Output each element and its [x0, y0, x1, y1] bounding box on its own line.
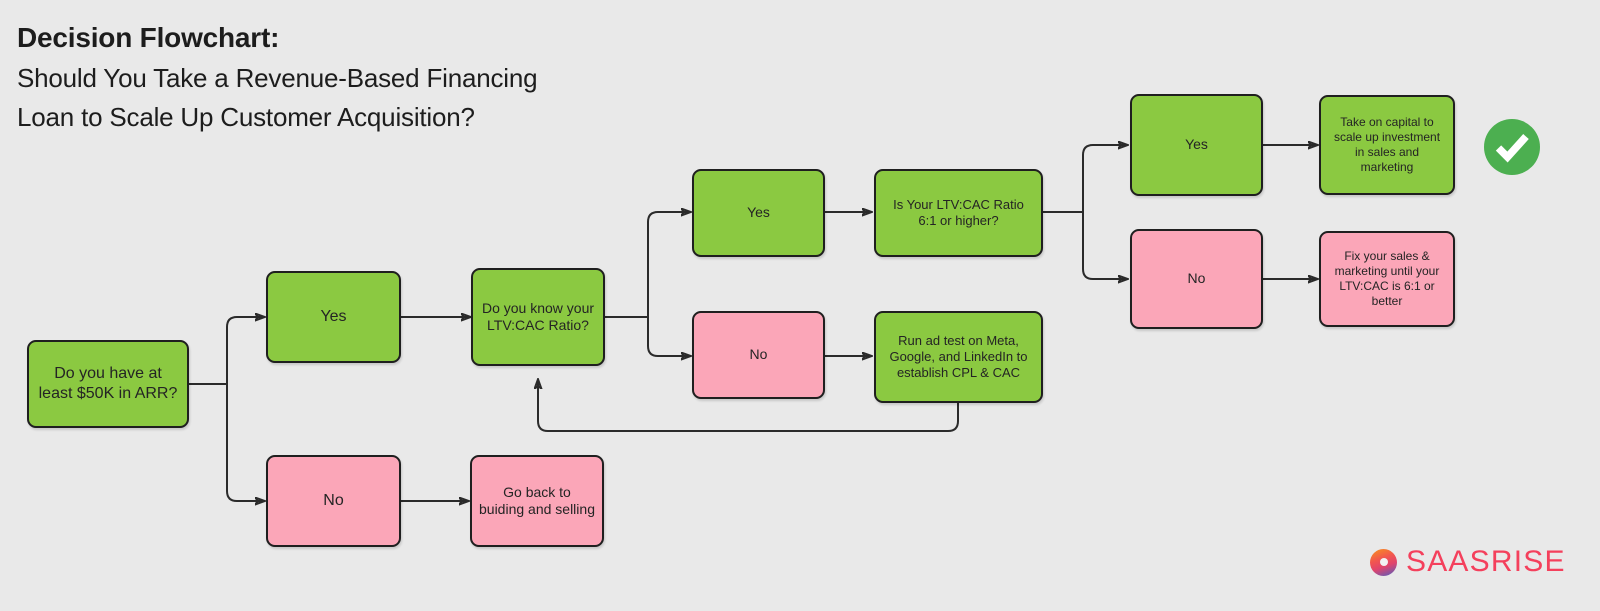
node-ratio-question-label: Is Your LTV:CAC Ratio 6:1 or higher? [893, 196, 1024, 228]
node-ltv-known-yes[interactable]: Yes [692, 169, 825, 257]
node-start-arr[interactable]: Do you have at least $50K in ARR? [27, 340, 189, 428]
title-line-heading: Decision Flowchart: [17, 22, 280, 53]
node-take-capital[interactable]: Take on capital to scale up investment i… [1319, 95, 1455, 195]
node-fix-sales[interactable]: Fix your sales & marketing until your LT… [1319, 231, 1455, 327]
node-go-back-label: Go back to buiding and selling [479, 483, 595, 518]
node-arr-no[interactable]: No [266, 455, 401, 547]
node-ltv-known-yes-label: Yes [747, 204, 770, 221]
node-ratio-no[interactable]: No [1130, 229, 1263, 329]
title-line-question-1: Should You Take a Revenue-Based Financin… [17, 63, 538, 93]
edge-arr-to-yes [226, 317, 264, 384]
node-know-ltv-cac-label: Do you know your LTV:CAC Ratio? [481, 299, 595, 334]
node-ltv-known-no-label: No [749, 346, 768, 363]
edge-arr-to-no [226, 384, 264, 501]
node-go-back[interactable]: Go back to buiding and selling [470, 455, 604, 547]
edge-know-ltv-no [647, 317, 690, 356]
edge-ratio-yes [1082, 145, 1127, 212]
node-know-ltv-cac[interactable]: Do you know your LTV:CAC Ratio? [471, 268, 605, 366]
brand-logo: SAASRISE [1370, 545, 1566, 579]
edge-know-ltv-yes [647, 212, 690, 317]
node-arr-yes-label: Yes [320, 308, 347, 325]
node-arr-yes[interactable]: Yes [266, 271, 401, 363]
node-take-capital-label: Take on capital to scale up investment i… [1333, 115, 1441, 174]
node-ratio-yes-label: Yes [1185, 136, 1208, 153]
check-circle-icon [1484, 119, 1540, 175]
node-ratio-no-label: No [1187, 270, 1206, 287]
node-run-ad-test[interactable]: Run ad test on Meta, Google, and LinkedI… [874, 311, 1043, 403]
node-fix-sales-label: Fix your sales & marketing until your LT… [1334, 249, 1440, 308]
node-run-ad-test-label: Run ad test on Meta, Google, and LinkedI… [889, 332, 1028, 381]
node-ratio-question[interactable]: Is Your LTV:CAC Ratio 6:1 or higher? [874, 169, 1043, 257]
node-ltv-known-no[interactable]: No [692, 311, 825, 399]
title-line-question-2: Loan to Scale Up Customer Acquisition? [17, 102, 475, 132]
node-ratio-yes[interactable]: Yes [1130, 94, 1263, 196]
page-title: Decision Flowchart: Should You Take a Re… [17, 20, 777, 137]
node-arr-no-label: No [323, 492, 344, 509]
node-start-arr-label: Do you have at least $50K in ARR? [38, 365, 178, 402]
brand-name-label: SAASRISE [1406, 545, 1566, 578]
saasrise-logo-mark-icon [1370, 548, 1397, 576]
edge-ratio-no [1082, 212, 1127, 279]
